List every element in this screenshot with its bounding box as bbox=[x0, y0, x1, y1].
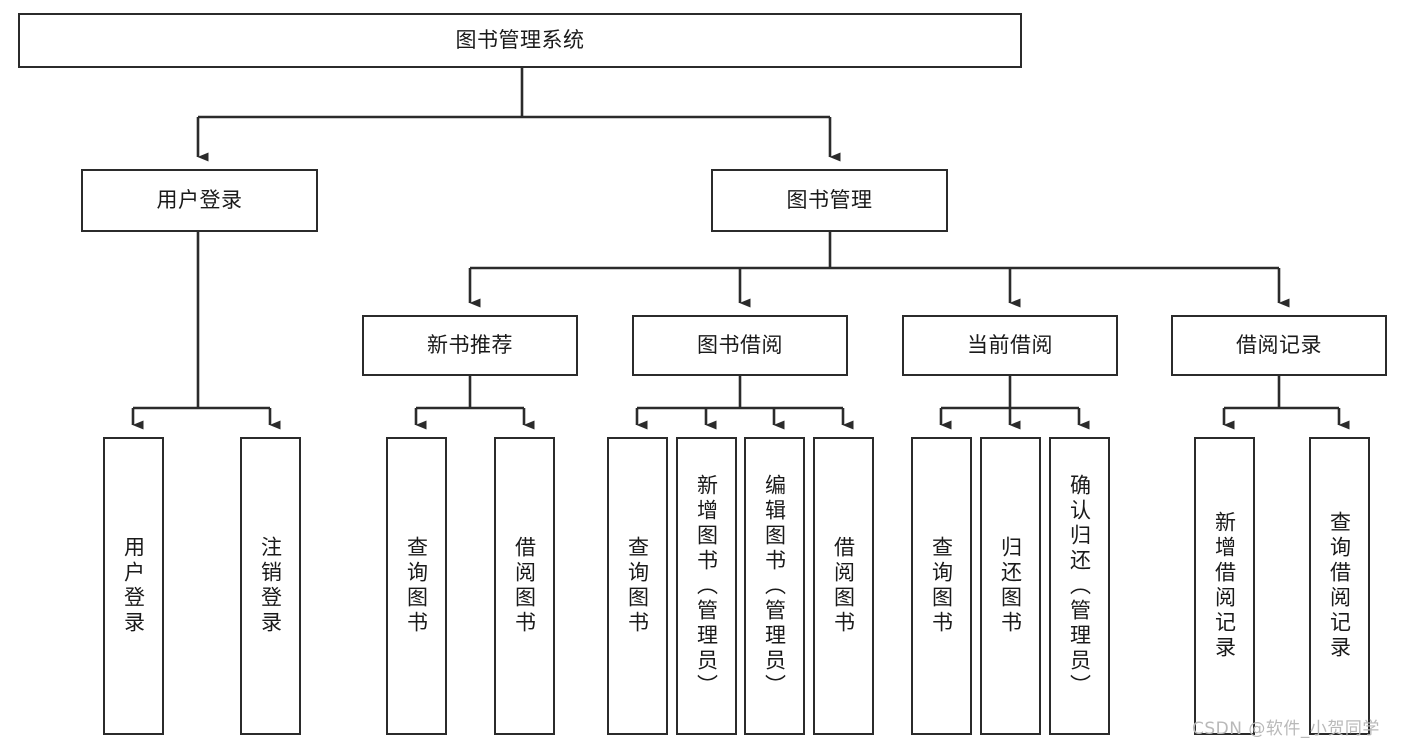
leaf-add-record[interactable]: 新增借阅记录 bbox=[1194, 437, 1255, 735]
node-label: 用户登录 bbox=[156, 188, 243, 213]
leaf-query-book-2[interactable]: 查询图书 bbox=[607, 437, 668, 735]
leaf-query-record[interactable]: 查询借阅记录 bbox=[1309, 437, 1370, 735]
node-label: 图书管理 bbox=[786, 188, 873, 213]
node-label: 归还图书 bbox=[998, 536, 1023, 636]
node-book-manage[interactable]: 图书管理 bbox=[711, 169, 948, 232]
node-label: 查询借阅记录 bbox=[1327, 511, 1352, 661]
node-label: 查询图书 bbox=[625, 536, 650, 636]
node-book-borrow[interactable]: 图书借阅 bbox=[632, 315, 848, 376]
node-borrow-record[interactable]: 借阅记录 bbox=[1171, 315, 1387, 376]
watermark-text: CSDN @软件_小贺同学 bbox=[1192, 719, 1380, 739]
node-label: 当前借阅 bbox=[967, 333, 1053, 358]
node-label: 图书借阅 bbox=[697, 333, 783, 358]
leaf-add-book[interactable]: 新增图书（管理员） bbox=[676, 437, 737, 735]
node-label: 编辑图书（管理员） bbox=[762, 473, 787, 699]
leaf-query-book-1[interactable]: 查询图书 bbox=[386, 437, 447, 735]
csdn-watermark: CSDN @软件_小贺同学 bbox=[1192, 714, 1380, 739]
node-user-login[interactable]: 用户登录 bbox=[81, 169, 318, 232]
node-label: 确认归还（管理员） bbox=[1067, 473, 1092, 699]
node-label: 借阅记录 bbox=[1236, 333, 1322, 358]
node-label: 新增图书（管理员） bbox=[694, 473, 719, 699]
node-label: 用户登录 bbox=[121, 536, 146, 636]
node-label: 新增借阅记录 bbox=[1212, 511, 1237, 661]
leaf-edit-book[interactable]: 编辑图书（管理员） bbox=[744, 437, 805, 735]
node-new-book-recommend[interactable]: 新书推荐 bbox=[362, 315, 578, 376]
leaf-user-logout[interactable]: 注销登录 bbox=[240, 437, 301, 735]
leaf-query-book-3[interactable]: 查询图书 bbox=[911, 437, 972, 735]
node-label: 注销登录 bbox=[258, 536, 283, 636]
node-label: 借阅图书 bbox=[831, 536, 856, 636]
leaf-user-login[interactable]: 用户登录 bbox=[103, 437, 164, 735]
node-root-system[interactable]: 图书管理系统 bbox=[18, 13, 1022, 68]
node-label: 查询图书 bbox=[929, 536, 954, 636]
leaf-return-book[interactable]: 归还图书 bbox=[980, 437, 1041, 735]
node-label: 新书推荐 bbox=[427, 333, 513, 358]
leaf-borrow-book-1[interactable]: 借阅图书 bbox=[494, 437, 555, 735]
node-current-borrow[interactable]: 当前借阅 bbox=[902, 315, 1118, 376]
node-label: 图书管理系统 bbox=[455, 28, 585, 53]
node-label: 查询图书 bbox=[404, 536, 429, 636]
leaf-borrow-book-2[interactable]: 借阅图书 bbox=[813, 437, 874, 735]
leaf-confirm-return[interactable]: 确认归还（管理员） bbox=[1049, 437, 1110, 735]
node-label: 借阅图书 bbox=[512, 536, 537, 636]
